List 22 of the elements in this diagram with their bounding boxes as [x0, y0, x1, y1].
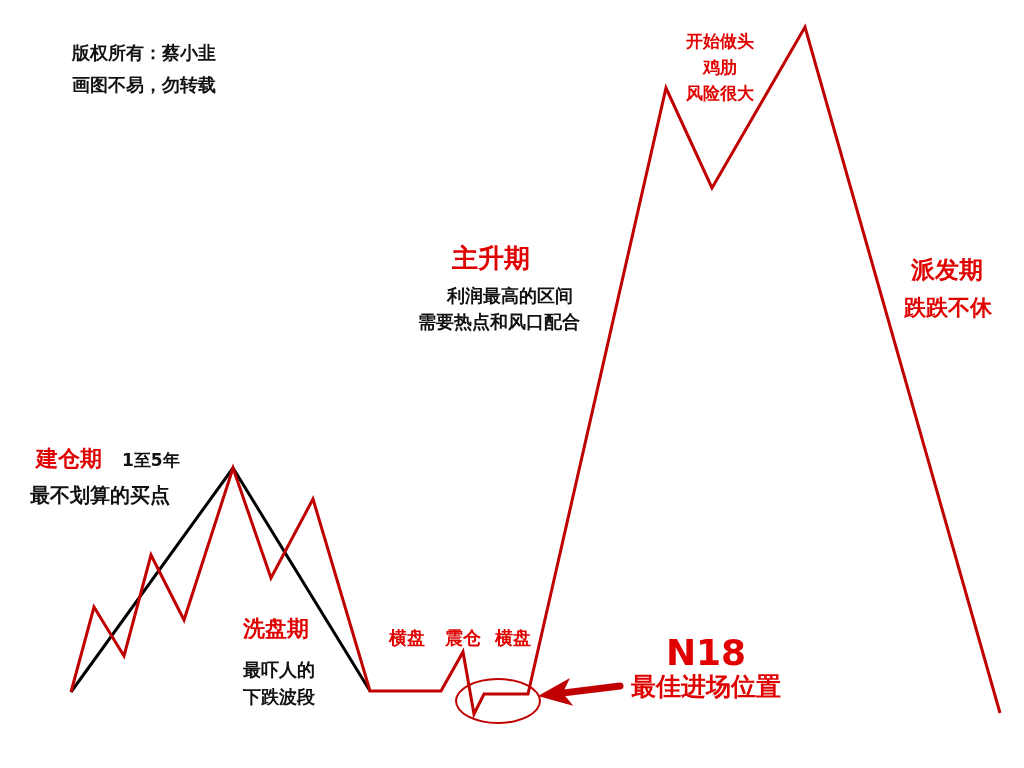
phase-description: 最吓人的下跌波段: [243, 658, 316, 709]
annotation-text: 鸡肋: [703, 57, 737, 78]
annotation-text: 风险很大: [686, 83, 754, 104]
phase-title: 派发期: [911, 256, 983, 285]
arrow: [537, 678, 624, 706]
phase-label: 震仓: [445, 627, 481, 649]
annotation-text: 开始做头: [686, 31, 754, 52]
callout-number: N18: [665, 632, 747, 674]
copyright-note: 版权所有：蔡小韭: [72, 42, 216, 64]
callout-text: 最佳进场位置: [631, 673, 781, 703]
phase-title: 建仓期: [36, 446, 102, 473]
phase-description: 1至5年: [122, 450, 180, 471]
phase-description: 最不划算的买点: [30, 483, 170, 507]
phase-label: 横盘: [495, 627, 531, 649]
phase-title: 洗盘期: [243, 616, 309, 643]
phase-label: 横盘: [389, 627, 425, 649]
phase-title: 主升期: [452, 243, 530, 275]
copyright-note: 画图不易，勿转载: [72, 74, 216, 96]
ellipse-marker: [455, 678, 541, 724]
phase-description: 需要热点和风口配合: [418, 311, 580, 333]
phase-description: 利润最高的区间: [447, 285, 573, 307]
phase-description: 跌跌不休: [904, 295, 992, 322]
